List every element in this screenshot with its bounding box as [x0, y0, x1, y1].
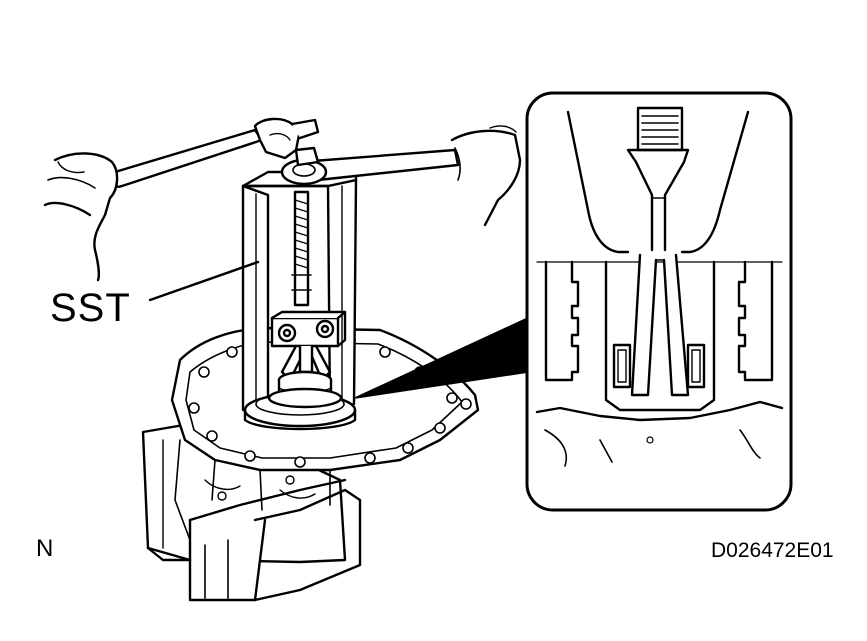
box-wrench — [280, 146, 460, 186]
puller-screw — [291, 190, 312, 307]
detail-inset — [525, 91, 793, 512]
bearing — [267, 370, 343, 409]
right-hand — [450, 125, 522, 227]
figure-code: D026472E01 — [711, 539, 834, 562]
sst-callout-label: SST — [50, 286, 131, 330]
left-hand — [43, 152, 119, 282]
vise-block — [141, 418, 362, 602]
sst-leader-line — [148, 260, 260, 302]
corner-mark: N — [36, 535, 54, 562]
